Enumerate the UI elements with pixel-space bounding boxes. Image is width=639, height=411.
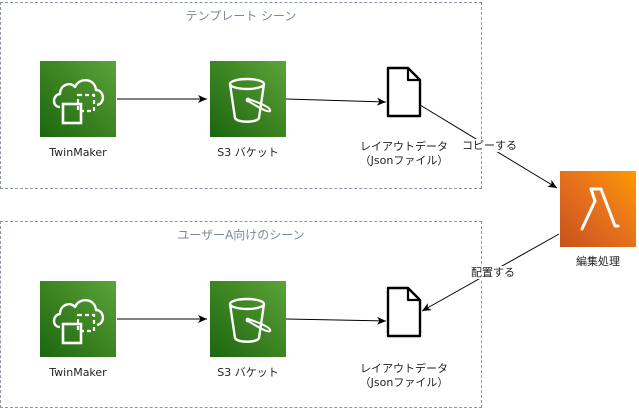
s3-bucket-icon (228, 77, 272, 123)
s3-bucket-node-bottom[interactable] (210, 281, 286, 357)
s3-bucket-icon (228, 297, 272, 343)
lambda-label: 編集処理 (576, 255, 620, 268)
doc-label-top-line1: レイアウトデータ (360, 140, 448, 153)
edge-label-copy: コピーする (462, 139, 517, 152)
edge-s3-to-doc-top (285, 97, 387, 106)
group-user-a-scene: ユーザーA向けのシーン (0, 221, 482, 408)
doc-label-bottom-line2: （Jsonファイル） (359, 376, 449, 389)
document-icon[interactable] (386, 286, 422, 338)
twinmaker-label-bottom: TwinMaker (49, 366, 107, 379)
doc-label-bottom-line1: レイアウトデータ (360, 362, 448, 375)
lambda-icon (580, 187, 620, 231)
edge-s3-to-doc-bottom (285, 316, 387, 325)
twinmaker-icon (52, 299, 105, 345)
edge-label-place: 配置する (471, 266, 515, 279)
s3-bucket-label-top: S3 バケット (217, 146, 279, 159)
twinmaker-node-bottom[interactable] (40, 281, 116, 357)
twinmaker-label-top: TwinMaker (49, 146, 107, 159)
lambda-node[interactable] (560, 171, 636, 247)
doc-label-top-line2: （Jsonファイル） (359, 154, 449, 167)
s3-bucket-node-top[interactable] (210, 61, 286, 137)
group-user-a-title: ユーザーA向けのシーン (177, 228, 305, 242)
twinmaker-node-top[interactable] (40, 61, 116, 137)
twinmaker-icon (52, 79, 105, 125)
document-icon[interactable] (386, 66, 422, 118)
group-template-scene: テンプレート シーン (0, 2, 482, 189)
s3-bucket-label-bottom: S3 バケット (217, 366, 279, 379)
group-template-title: テンプレート シーン (185, 9, 297, 23)
